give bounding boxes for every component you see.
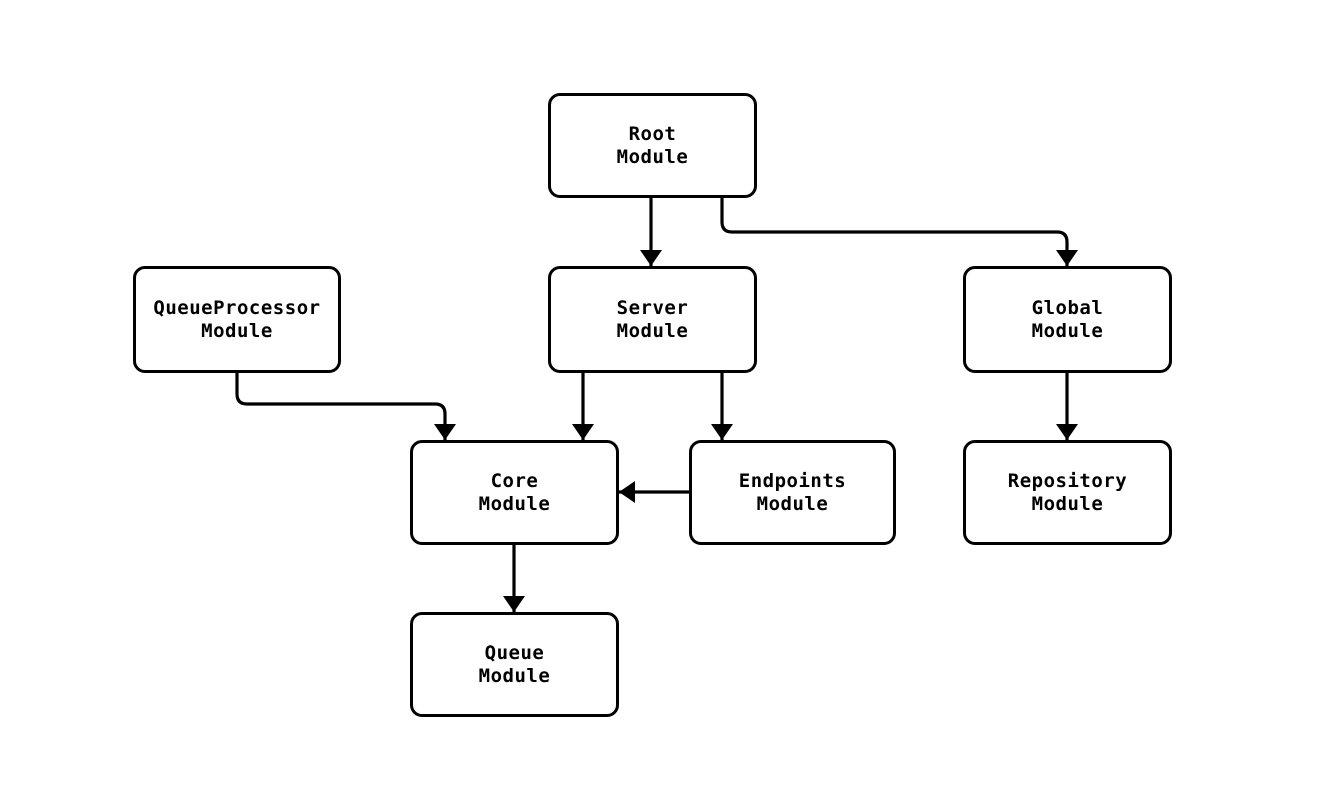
node-label: Queue Module — [478, 641, 551, 687]
node-label: Core Module — [478, 469, 551, 515]
node-repository: Repository Module — [963, 440, 1172, 545]
node-label: Repository Module — [1007, 469, 1128, 515]
edge-root-to-global — [720, 198, 1078, 266]
node-label: Server Module — [616, 296, 689, 342]
edge-queueprocessor-to-core — [235, 373, 456, 440]
node-label: Endpoints Module — [738, 469, 847, 515]
node-endpoints: Endpoints Module — [689, 440, 896, 545]
edges-group — [235, 198, 1078, 612]
node-server: Server Module — [548, 266, 757, 373]
node-label: Global Module — [1031, 296, 1104, 342]
node-queueprocessor: QueueProcessor Module — [133, 266, 341, 373]
node-queue: Queue Module — [410, 612, 619, 717]
node-global: Global Module — [963, 266, 1172, 373]
node-label: QueueProcessor Module — [153, 296, 321, 342]
node-root: Root Module — [548, 93, 757, 198]
node-core: Core Module — [410, 440, 619, 545]
node-label: Root Module — [616, 122, 689, 168]
